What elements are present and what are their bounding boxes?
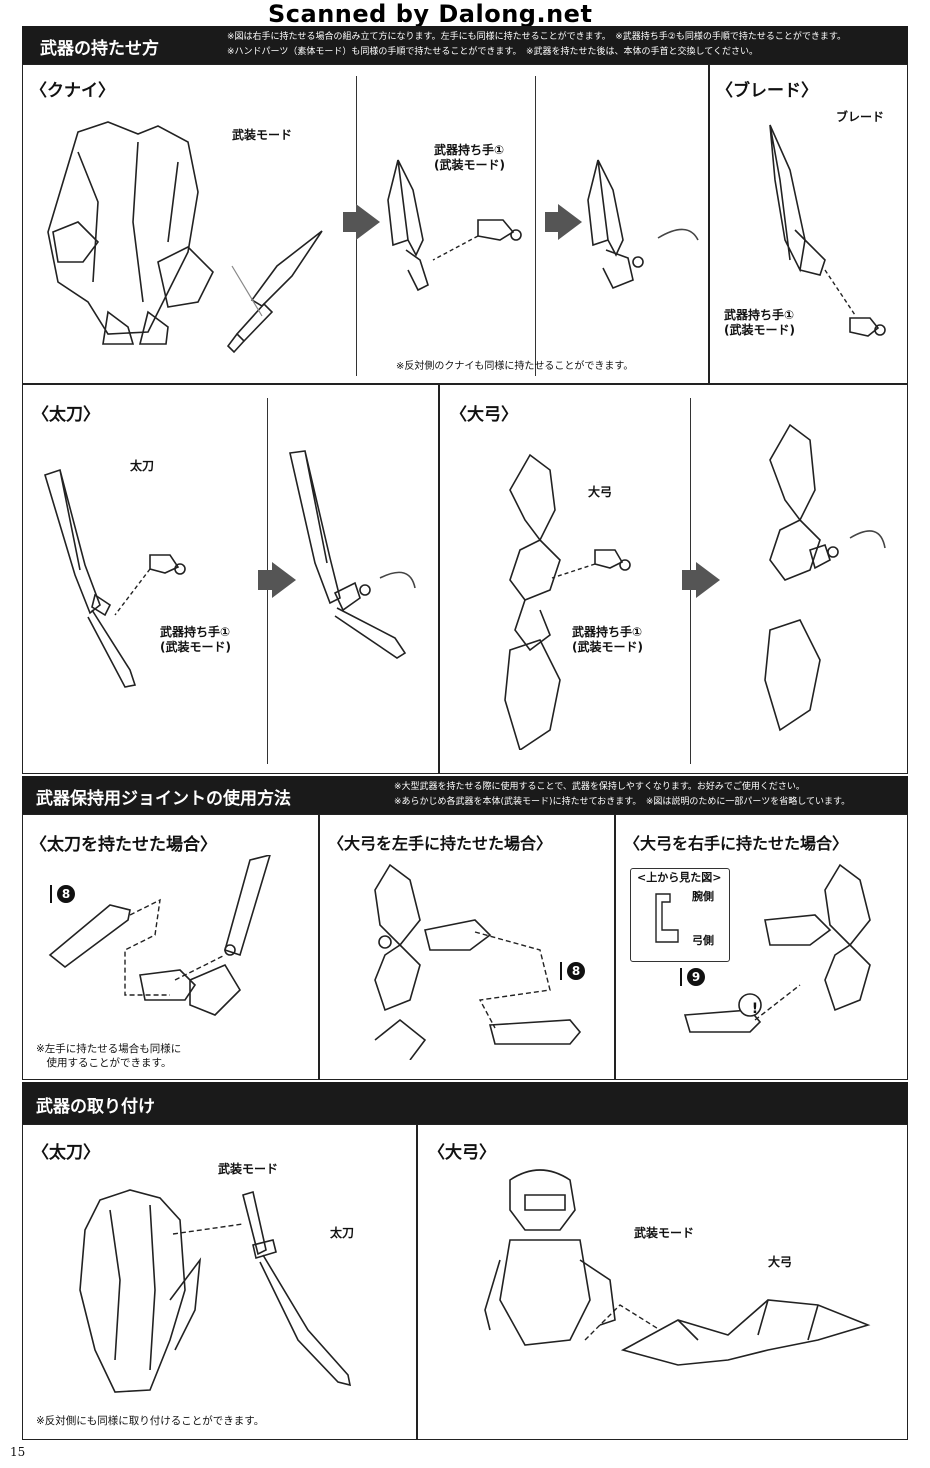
panel-tachi (22, 384, 440, 774)
panel-daikyu (438, 384, 908, 774)
panel-title-joint-right: 〈大弓を右手に持たせた場合〉 (624, 834, 849, 853)
divider (535, 76, 536, 376)
step-arrow-icon (558, 204, 582, 240)
label-armed-mode: 武装モード (232, 128, 293, 142)
part-letter-i (560, 962, 562, 980)
top-view-diagram (630, 868, 730, 962)
section-title: 武器の取り付け (36, 1097, 155, 1117)
panel-title-tachi: 〈太刀〉 (32, 405, 100, 425)
panel-blade (708, 64, 908, 384)
scan-watermark: Scanned by Dalong.net (268, 0, 593, 28)
panel-attach-tachi (22, 1124, 418, 1440)
step-arrow-icon (356, 204, 380, 240)
illustration-armed-body (47, 121, 214, 345)
section-note-1: ※図は右手に持たせる場合の組み立て方になります。左手にも同様に持たせることができ… (227, 32, 846, 42)
section-note-1: ※大型武器を持たせる際に使用することで、武器を保持しやすくなります。お好みでご使… (394, 782, 805, 792)
step-arrow (545, 212, 559, 232)
top-view-joint-shape (655, 893, 679, 943)
panel-title-joint-tachi: 〈太刀を持たせた場合〉 (30, 835, 217, 855)
panel-title-attach-bow: 〈大弓〉 (428, 1143, 496, 1163)
footnote-kunai: ※反対側のクナイも同様に持たせることができます。 (396, 361, 634, 372)
label-armed-mode: 武装モード (218, 1162, 279, 1176)
top-view-bow-side: 弓側 (692, 934, 714, 947)
section-header-weapon-holding: 武器の持たせ方 ※図は右手に持たせる場合の組み立て方になります。左手にも同様に持… (22, 26, 908, 64)
illustration-kunai (226, 230, 323, 354)
step-arrow (343, 212, 357, 232)
illustration-blade (769, 124, 886, 337)
label-bow: 大弓 (588, 485, 613, 499)
attach-dashed-guide (172, 1223, 244, 1235)
label-armed-mode: 武装モード (634, 1226, 695, 1240)
section-note-2: ※ハンドパーツ（素体モード）も同様の手順で持たせることができます。 ※武器を持た… (227, 47, 758, 57)
part-number-badge: 8 (567, 962, 585, 980)
illustration-tachi-held (289, 450, 416, 659)
part-letter-i (50, 885, 52, 903)
part-number-badge: 9 (687, 968, 705, 986)
panel-title-joint-left: 〈大弓を左手に持たせた場合〉 (328, 834, 553, 853)
illustration-kunai-step2 (587, 159, 699, 290)
part-letter-i (680, 968, 682, 986)
top-view-label: <上から見た図> (637, 871, 722, 884)
label-tachi: 太刀 (330, 1226, 355, 1240)
step-arrow-icon (272, 562, 296, 598)
part-number-badge: 8 (57, 885, 75, 903)
panel-attach-bow (416, 1124, 908, 1440)
label-bow: 大弓 (768, 1255, 793, 1269)
illustration-daikyu-held (764, 423, 886, 732)
illustration-joint-tachi (48, 855, 271, 1016)
illustration-joint-bow-left (374, 863, 582, 1060)
panel-kunai (22, 64, 710, 384)
note-joint-tachi: ※左手に持たせる場合も同様に 使用することができます。 (36, 1043, 182, 1069)
step-arrow-icon (696, 562, 720, 598)
illustration-joint-bow-right (683, 863, 871, 1033)
label-blade: ブレード (836, 110, 885, 124)
top-view-arm-side: 腕側 (692, 890, 714, 903)
section-title: 武器保持用ジョイントの使用方法 (36, 789, 291, 809)
label-weapon-hand: 武器持ち手① (武装モード) (160, 625, 231, 654)
note-attach-tachi: ※反対側にも同様に取り付けることができます。 (36, 1415, 265, 1427)
section-header-attach: 武器の取り付け (22, 1082, 908, 1124)
page-number: 15 (10, 1445, 26, 1459)
label-weapon-hand: 武器持ち手① (武装モード) (572, 625, 643, 654)
step-arrow (258, 570, 272, 590)
illustration-attach-tachi (242, 1190, 352, 1387)
label-weapon-hand: 武器持ち手① (武装モード) (434, 143, 505, 172)
caution-icon: ! (751, 1001, 759, 1017)
panel-joint-bow-left (318, 814, 616, 1080)
illustration-attach-body (79, 1189, 202, 1393)
label-weapon-hand: 武器持ち手① (武装モード) (724, 308, 795, 337)
label-tachi: 太刀 (130, 459, 155, 473)
illustration-kunai-step1 (387, 159, 522, 292)
panel-joint-bow-right (614, 814, 908, 1080)
panel-title-blade: 〈ブレード〉 (716, 81, 818, 101)
panel-joint-tachi (22, 814, 320, 1080)
panel-title-kunai: 〈クナイ〉 (30, 81, 115, 101)
attach-bow-dashed-guide (584, 1304, 661, 1341)
panel-title-attach-tachi: 〈太刀〉 (32, 1143, 100, 1163)
illustration-attach-figure (484, 1169, 616, 1346)
panel-title-daikyu: 〈大弓〉 (450, 405, 518, 425)
section-title: 武器の持たせ方 (40, 39, 159, 59)
illustration-tachi (44, 468, 186, 688)
step-arrow (682, 570, 696, 590)
section-header-joint: 武器保持用ジョイントの使用方法 ※大型武器を持たせる際に使用することで、武器を保… (22, 776, 908, 814)
illustration-daikyu (504, 453, 631, 750)
section-note-2: ※あらかじめ各武器を本体(武装モード)に持たせておきます。 ※図は説明のために一… (394, 797, 851, 807)
illustration-attach-bow (620, 1299, 871, 1366)
